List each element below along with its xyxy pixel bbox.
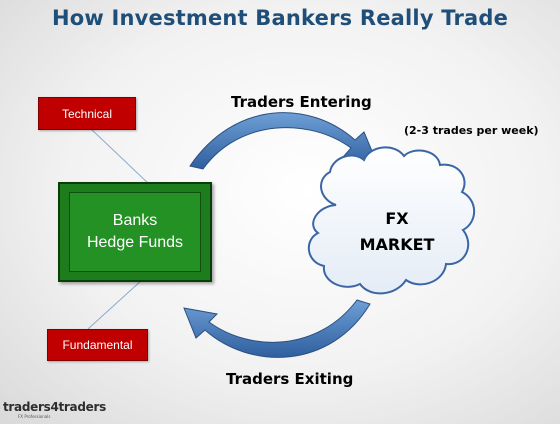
fx-label: FX	[385, 209, 409, 228]
brand-tagline: FX Professionals	[18, 414, 51, 419]
slide-title: How Investment Bankers Really Trade	[51, 6, 509, 30]
hedge-funds-label: Hedge Funds	[86, 234, 184, 251]
exiting-arrow	[183, 299, 371, 358]
banks-box-inner: Banks Hedge Funds	[69, 192, 201, 272]
entering-arrow	[189, 112, 378, 170]
trade-frequency-label: (2-3 trades per week)	[404, 124, 539, 137]
brand-logo: traders4traders	[3, 400, 106, 414]
market-label: MARKET	[359, 235, 435, 254]
fx-market-label: FX MARKET	[326, 206, 468, 258]
technical-tag: Technical	[38, 97, 136, 130]
technical-connector	[89, 127, 151, 186]
banks-label: Banks	[112, 212, 158, 229]
traders-entering-label: Traders Entering	[231, 93, 372, 111]
banks-box: Banks Hedge Funds	[58, 182, 212, 282]
fundamental-tag: Fundamental	[47, 329, 148, 361]
traders-exiting-label: Traders Exiting	[226, 370, 354, 388]
fundamental-connector	[87, 279, 143, 330]
